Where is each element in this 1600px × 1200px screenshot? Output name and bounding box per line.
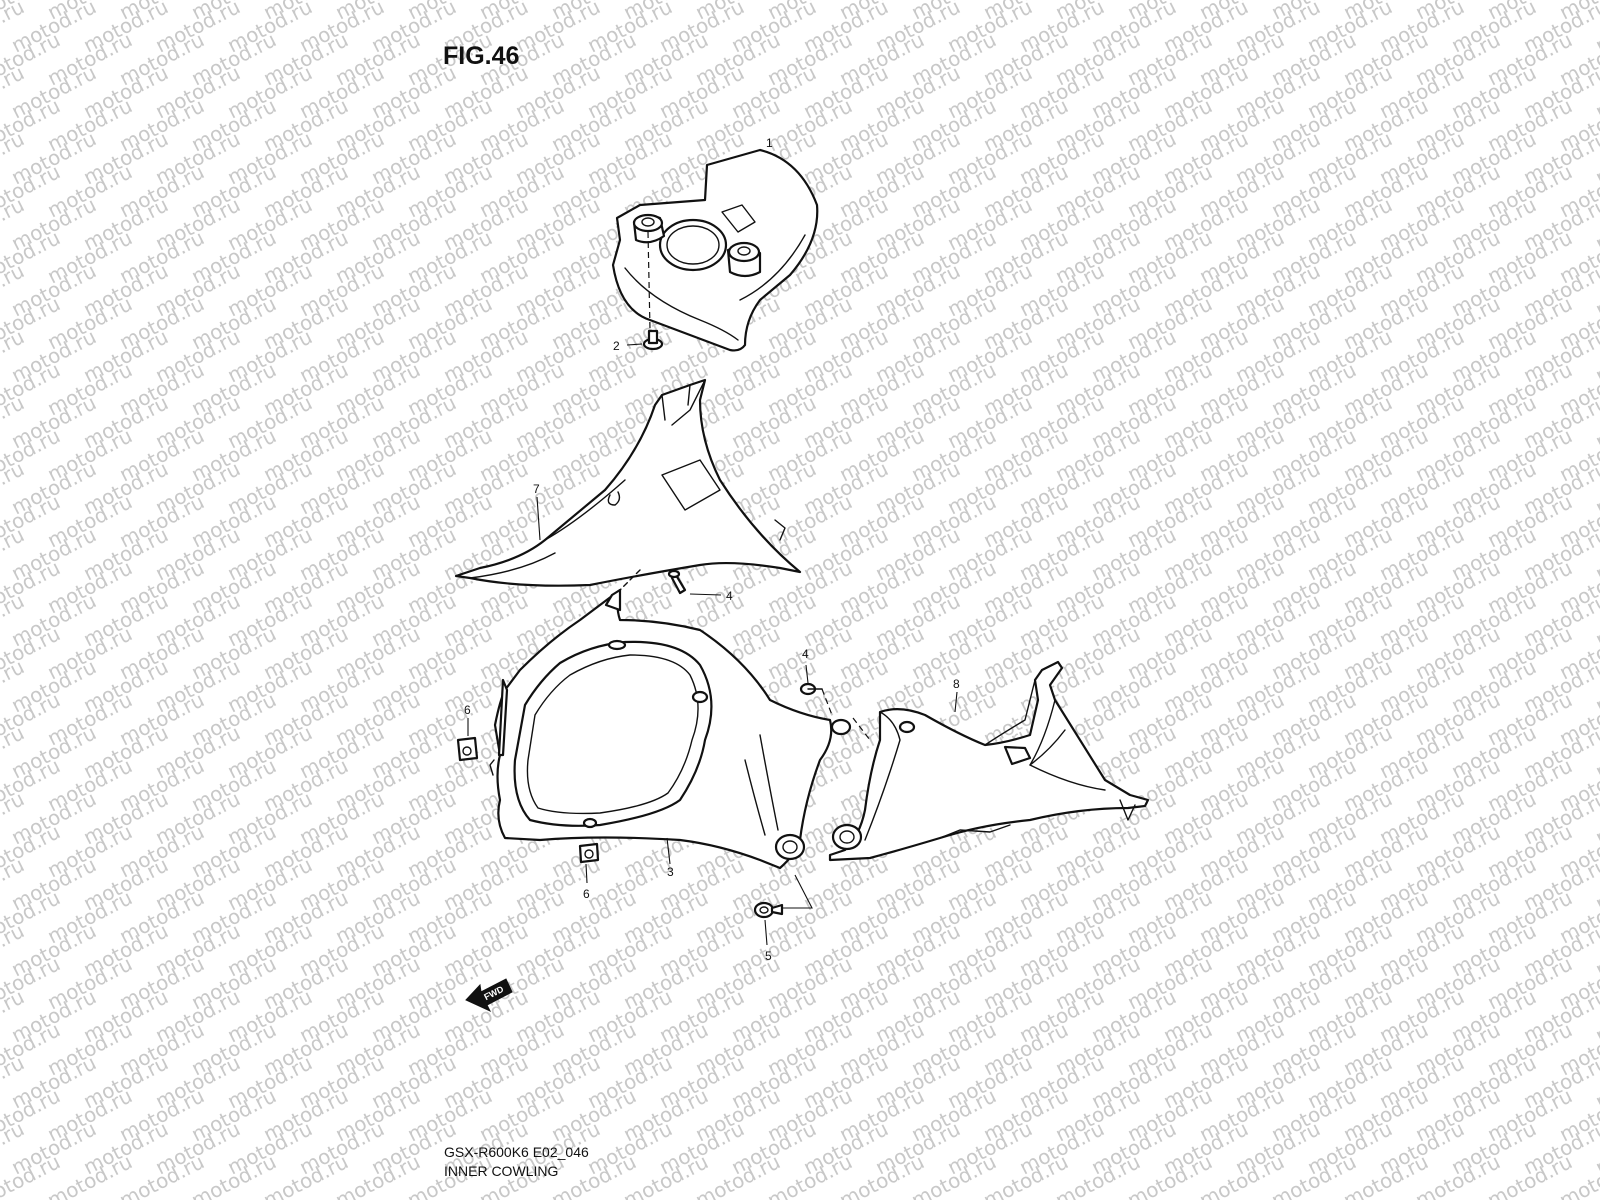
callout-8: 8 bbox=[953, 677, 960, 691]
callout-5: 5 bbox=[765, 949, 772, 963]
diagram-caption: INNER COWLING bbox=[444, 1163, 559, 1179]
model-code: GSX-R600K6 E02_046 bbox=[444, 1144, 589, 1160]
callout-7: 7 bbox=[533, 482, 540, 496]
callout-6a: 6 bbox=[464, 703, 471, 717]
callout-3: 3 bbox=[667, 865, 674, 879]
callout-4b: 4 bbox=[802, 647, 809, 661]
callout-6b: 6 bbox=[583, 887, 590, 901]
callout-2: 2 bbox=[613, 339, 620, 353]
figure-title: FIG.46 bbox=[443, 42, 520, 70]
callout-4a: 4 bbox=[726, 589, 733, 603]
callout-1: 1 bbox=[766, 136, 773, 150]
